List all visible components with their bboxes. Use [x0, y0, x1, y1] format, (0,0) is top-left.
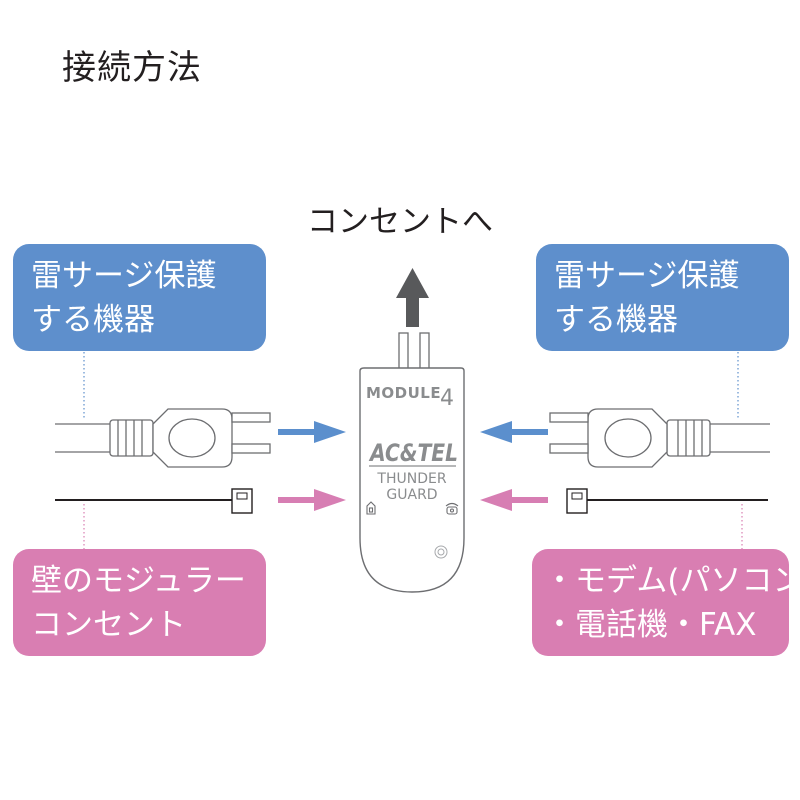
device-model: MODULE: [366, 384, 441, 402]
box-line-1: 雷サージ保護: [554, 258, 740, 294]
thunder-guard-device: MODULE 4 AC&TEL THUNDER GUARD: [359, 367, 465, 593]
page-title: 接続方法: [62, 48, 202, 88]
box-line-2: する機器: [554, 302, 678, 338]
box-line-2: する機器: [31, 302, 155, 338]
phone-cable-right: [566, 488, 768, 514]
box-line-1: ・モデム(パソコン): [544, 563, 800, 599]
protected-device-box-left: 雷サージ保護 する機器: [13, 244, 266, 351]
modem-phone-box: ・モデム(パソコン) ・電話機・FAX: [532, 549, 800, 656]
modular-jack-icon: [366, 501, 376, 515]
device-model-number: 4: [440, 386, 454, 411]
device-prongs: [398, 332, 430, 370]
device-name-line2: GUARD: [386, 487, 437, 503]
outlet-arrow: [396, 268, 429, 327]
arrow-pink-right: [480, 489, 548, 511]
arrow-blue-left: [278, 421, 346, 443]
box-line-1: 壁のモジュラー: [31, 563, 246, 599]
box-line-2: ・電話機・FAX: [544, 607, 757, 643]
device-brand: AC&TEL: [368, 439, 458, 467]
device-name-line1: THUNDER: [376, 471, 446, 487]
power-plug-left: [55, 408, 271, 468]
arrow-blue-right: [480, 421, 548, 443]
registered-mark-icon: [434, 545, 448, 559]
box-line-2: コンセント: [31, 607, 186, 643]
phone-cable-left: [55, 488, 253, 514]
wall-jack-box: 壁のモジュラー コンセント: [13, 549, 266, 656]
telephone-icon: [445, 502, 459, 515]
box-line-1: 雷サージ保護: [31, 258, 217, 294]
outlet-label: コンセントへ: [307, 204, 493, 240]
arrow-pink-left: [278, 489, 346, 511]
power-plug-right: [549, 408, 770, 468]
protected-device-box-right: 雷サージ保護 する機器: [536, 244, 789, 351]
